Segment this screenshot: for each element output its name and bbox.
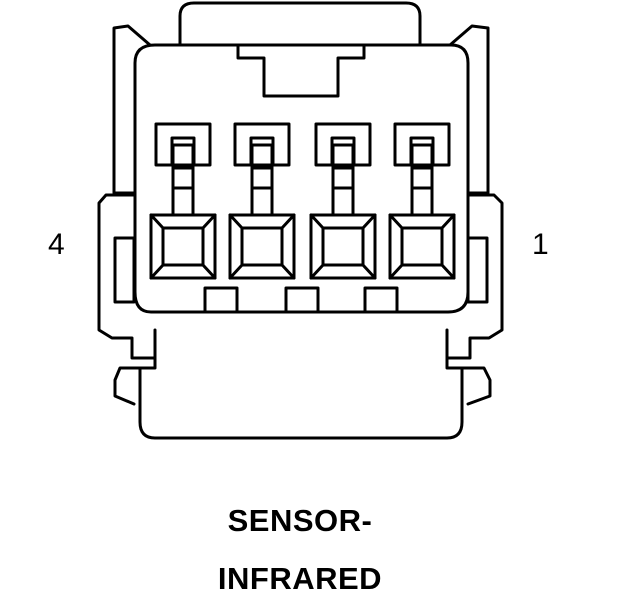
main-housing [133,43,470,314]
right-wing [445,193,504,360]
left-wing [97,193,157,360]
left-bottom-tab [113,366,142,406]
pin-4-label: 4 [48,228,65,261]
terminal-socket-bevel [228,263,244,280]
top-latch [178,1,422,47]
terminal-socket-bevel [309,213,325,230]
bottom-slot-2 [284,286,320,314]
terminal-4 [149,122,217,280]
right-bottom-tab [460,366,492,406]
terminal-socket-bevel [201,213,217,230]
terminal-1 [388,122,456,280]
caption-line-1: SENSOR- [227,503,373,538]
terminal-socket-bevel [361,213,377,230]
terminal-bracket [154,122,212,167]
terminal-socket-bevel [149,263,165,280]
terminal-socket-bevel [149,213,165,230]
bottom-body [138,328,464,440]
bottom-slot-3 [363,286,399,314]
caption-line-2: INFRARED [217,561,383,596]
terminal-socket-bevel [280,263,296,280]
terminal-socket-inner [240,226,284,267]
right-upper-ear [448,24,490,195]
terminal-2 [309,122,377,280]
terminal-socket-bevel [388,213,404,230]
terminal-socket-inner [321,226,365,267]
terminal-socket-bevel [388,263,404,280]
left-wing-slot [113,236,136,304]
terminal-cavities [149,122,456,280]
right-wing-slot [466,236,489,304]
terminal-socket-bevel [280,213,296,230]
pin-1-label: 1 [532,228,549,261]
bottom-slot-1 [203,286,239,314]
terminal-bracket [393,122,451,167]
terminal-socket-inner [161,226,205,267]
terminal-bracket [314,122,372,167]
terminal-socket-bevel [201,263,217,280]
terminal-bracket [233,122,291,167]
terminal-socket-inner [400,226,444,267]
keyway [236,43,366,98]
terminal-socket-bevel [440,213,456,230]
terminal-3 [228,122,296,280]
terminal-socket-bevel [440,263,456,280]
terminal-socket-bevel [361,263,377,280]
terminal-socket-bevel [228,213,244,230]
terminal-socket-bevel [309,263,325,280]
left-upper-ear [112,24,152,195]
